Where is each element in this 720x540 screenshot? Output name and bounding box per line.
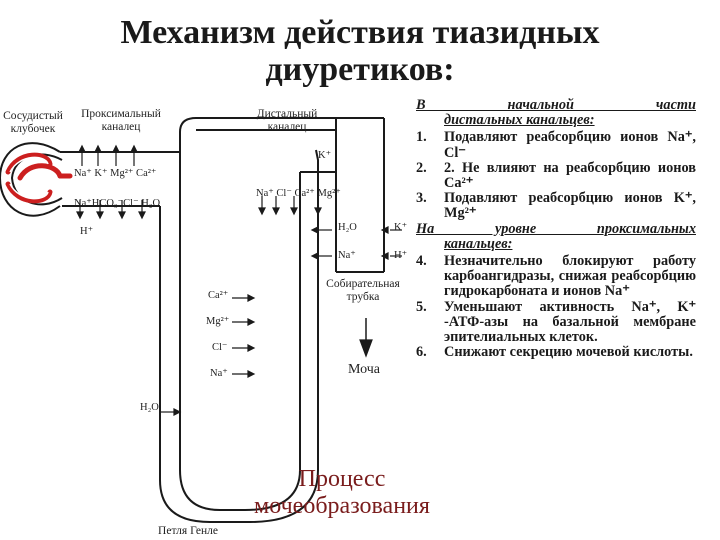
ion-distal-k: K⁺	[318, 150, 332, 161]
ion-descending-h2o: H₂O	[140, 402, 159, 413]
bowman-capsule	[0, 142, 61, 217]
ion-ascending-na: Na⁺	[210, 368, 228, 379]
process-label-line1: Процесс	[298, 466, 386, 492]
list-item-number: 6.	[416, 344, 427, 361]
section-header-distal-line2: дистальных канальцев:	[444, 112, 595, 129]
section-header-proximal-line2: канальцев:	[444, 235, 513, 252]
label-loop-of-henle: Петля Генле	[158, 525, 218, 537]
list-item-number: 1.	[416, 129, 427, 146]
ions-distal-top: Na⁺ Cl⁻ Ca²⁺ Mg²⁺	[256, 188, 341, 199]
ion-collecting-k: K⁺	[394, 222, 408, 233]
ascending-limb-outer	[249, 149, 319, 523]
glomerulus-vessels	[5, 152, 73, 204]
ion-collecting-h: H⁺	[394, 250, 408, 261]
list-item-text: 2. Не влияют на реабсорбцию ионов Ca²⁺	[444, 159, 696, 192]
process-label-line2: мочеобразования	[254, 493, 430, 519]
list-item-text: Снижают секрецию мочевой кислоты.	[444, 344, 693, 361]
ion-proximal-h: H⁺	[80, 226, 94, 237]
list-item-number: 4.	[416, 253, 427, 270]
label-collecting-duct: Собирательная трубка	[326, 278, 400, 303]
list-item-text: Подавляют реабсорбцию ионов K⁺, Mg²⁺	[444, 190, 696, 222]
ions-proximal-middle: Na⁺HCO₃⁻Cl⁻ H₂O	[74, 198, 161, 209]
descending-limb-inner	[159, 206, 250, 523]
list-item: 5. Уменьшают активность Na⁺, K⁺ -АТФ-азы…	[416, 298, 696, 346]
label-urine: Моча	[348, 362, 380, 377]
list-item-text: Незначительно блокируют работу карбоанги…	[444, 253, 696, 300]
ascending-limb-inner	[244, 172, 301, 511]
list-item: 4. Незначительно блокируют работу карбоа…	[416, 253, 696, 300]
list-item: 3. Подавляют реабсорбцию ионов K⁺, Mg²⁺	[416, 190, 696, 222]
list-item: 6. Снижают секрецию мочевой кислоты.	[416, 345, 696, 360]
list-item-text: Уменьшают активность Na⁺, K⁺ -АТФ-азы на…	[444, 298, 696, 346]
list-item-number: 2.	[416, 159, 427, 176]
slide-title-line1: Механизм действия тиазидных	[120, 14, 600, 51]
list-item: 2. 2. Не влияют на реабсорбцию ионов Ca²…	[416, 159, 696, 192]
label-proximal-tubule: Проксимальный каналец	[81, 108, 161, 133]
label-distal-tubule: Дистальный каналец	[256, 108, 318, 133]
list-item: 1. Подавляют реабсорбцию ионов Na⁺, Cl⁻	[416, 129, 696, 161]
ions-proximal-top: Na⁺ K⁺ Mg²⁺ Ca²⁺	[74, 168, 157, 179]
section-header-proximal: На уровне проксимальных	[416, 220, 696, 237]
ion-collecting-na: Na⁺	[338, 250, 356, 261]
transport-arrows	[76, 144, 402, 416]
ion-ascending-cl: Cl⁻	[212, 342, 228, 353]
label-glomerulus: Сосудистый клубочек	[3, 110, 63, 135]
slide-title-line2: диуретиков:	[265, 51, 455, 88]
list-item-number: 5.	[416, 298, 427, 315]
ion-ascending-mg: Mg²⁺	[206, 316, 230, 327]
slide-title: Механизм действия тиазидных диуретиков:	[0, 14, 720, 88]
process-label: Процесс мочеобразования	[212, 466, 472, 520]
glomerulus-highlights	[9, 156, 49, 200]
distal-tubule-top-wall	[179, 117, 336, 152]
ion-ascending-ca: Ca²⁺	[208, 290, 229, 301]
mechanism-text-panel: В начальной части дистальных канальцев: …	[416, 97, 696, 360]
list-item-text: Подавляют реабсорбцию ионов Na⁺, Cl⁻	[444, 129, 696, 161]
ion-collecting-h2o: H₂O	[338, 222, 357, 233]
list-item-number: 3.	[416, 190, 427, 207]
section-header-distal: В начальной части	[416, 97, 696, 113]
descending-limb-outer	[179, 160, 245, 511]
